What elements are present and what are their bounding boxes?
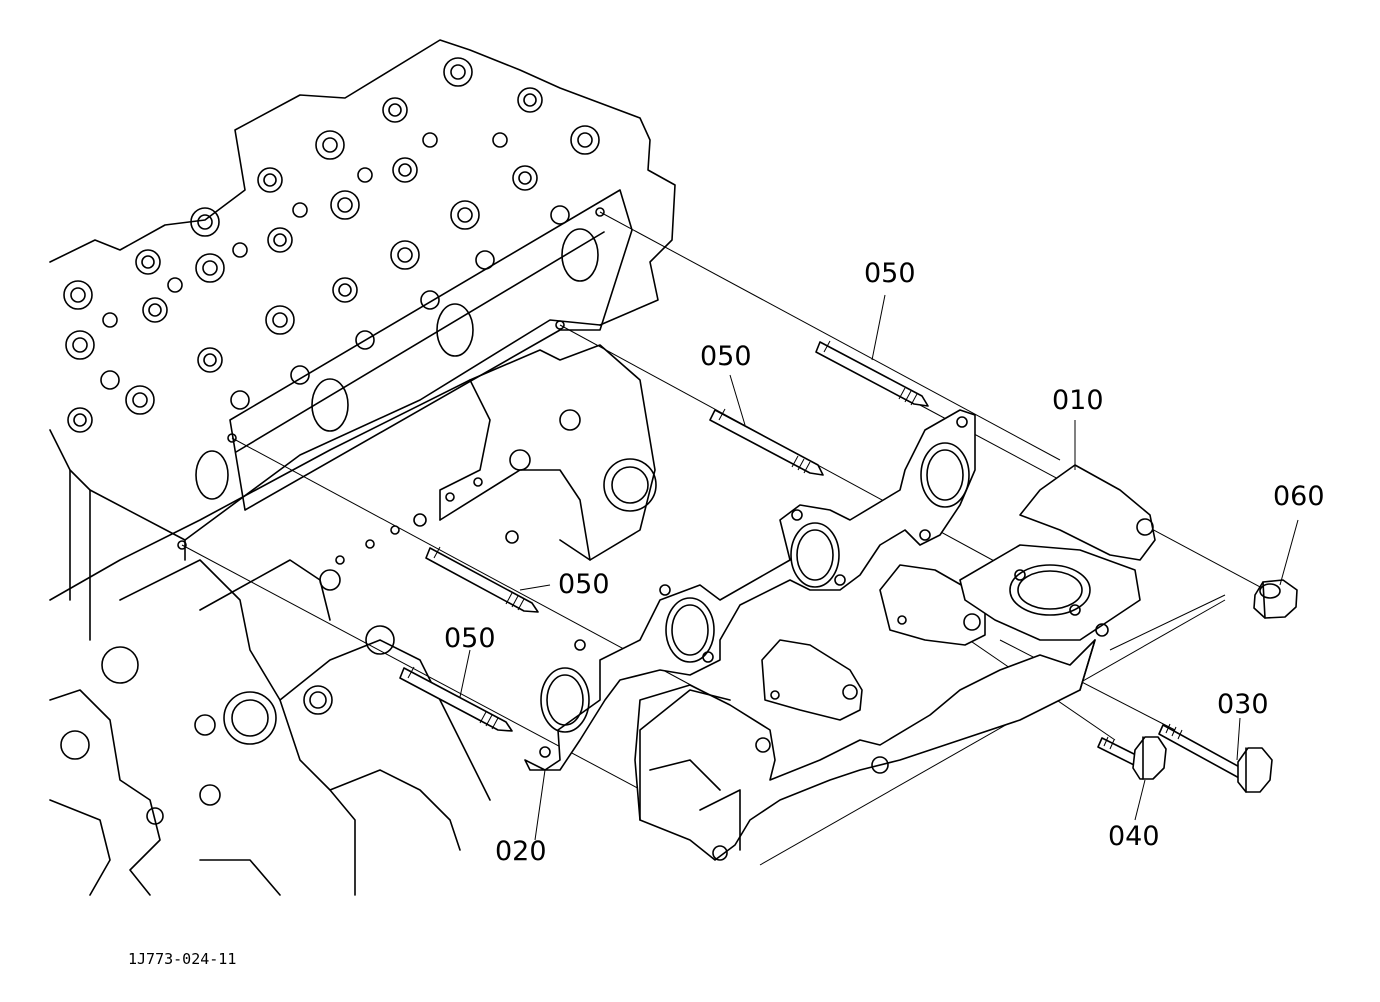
leader-lines <box>459 294 1299 841</box>
callout-040: 040 <box>1108 821 1160 852</box>
stud-bolt-middle-left <box>425 546 539 613</box>
callout-050-top-middle: 050 <box>700 341 752 372</box>
callout-010: 010 <box>1052 385 1104 416</box>
callout-050-middle-left: 050 <box>558 569 610 600</box>
head-top-holes <box>63 57 600 433</box>
callout-060: 060 <box>1273 481 1325 512</box>
callout-labels: 050 050 010 060 050 050 030 040 020 <box>444 258 1325 867</box>
figure-code: 1J773-024-11 <box>128 950 236 968</box>
cylinder-head <box>49 39 676 896</box>
stud-bolt-top-middle <box>709 408 824 476</box>
stud-bolt-top-right <box>815 340 929 407</box>
exhaust-manifold <box>634 464 1156 861</box>
flange-bolt-short <box>1097 736 1167 780</box>
stud-bolt-lower-left <box>399 666 513 732</box>
block-holes <box>60 409 657 825</box>
callout-030: 030 <box>1217 689 1269 720</box>
callout-050-top-right: 050 <box>864 258 916 289</box>
exhaust-manifold-gasket <box>524 409 976 771</box>
callout-050-lower-left: 050 <box>444 623 496 654</box>
hex-nut <box>1253 579 1298 619</box>
callout-020: 020 <box>495 836 547 867</box>
flange-bolt-long <box>1158 723 1273 793</box>
